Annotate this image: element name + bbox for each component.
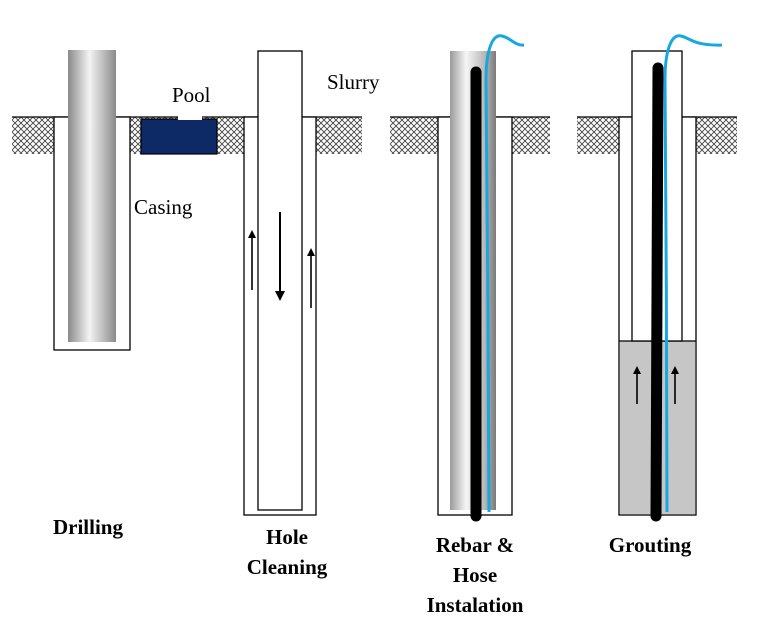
pool-notch [178, 116, 202, 120]
soil-right-3 [512, 117, 550, 154]
step-title-rebar-3: Instalation [427, 593, 524, 617]
grout-hose-4 [663, 34, 723, 513]
step-title-hole-cleaning-1: Hole [266, 525, 308, 549]
soil-left [12, 117, 54, 154]
step-title-grouting: Grouting [609, 533, 692, 557]
step-title-drilling: Drilling [53, 515, 124, 539]
step-title-rebar-1: Rebar & [436, 533, 514, 557]
step-title-rebar-2: Hose [453, 563, 497, 587]
step-rebar-hose [390, 34, 550, 522]
step-title-hole-cleaning-2: Cleaning [247, 555, 328, 579]
drill-casing [68, 50, 116, 342]
step-grouting [577, 34, 737, 522]
pool-block [140, 118, 218, 155]
soil-left-3 [390, 117, 438, 154]
step-drilling [12, 50, 244, 351]
rebar-4 [650, 62, 664, 522]
grout-hose-3 [484, 34, 525, 513]
casing-label: Casing [134, 195, 193, 219]
step-hole-cleaning [243, 50, 362, 516]
slurry-label: Slurry [327, 70, 380, 94]
soil-left-4 [577, 117, 619, 154]
pool-label: Pool [172, 83, 211, 107]
soil-right-4 [696, 117, 737, 154]
soil-right-2 [316, 117, 362, 154]
